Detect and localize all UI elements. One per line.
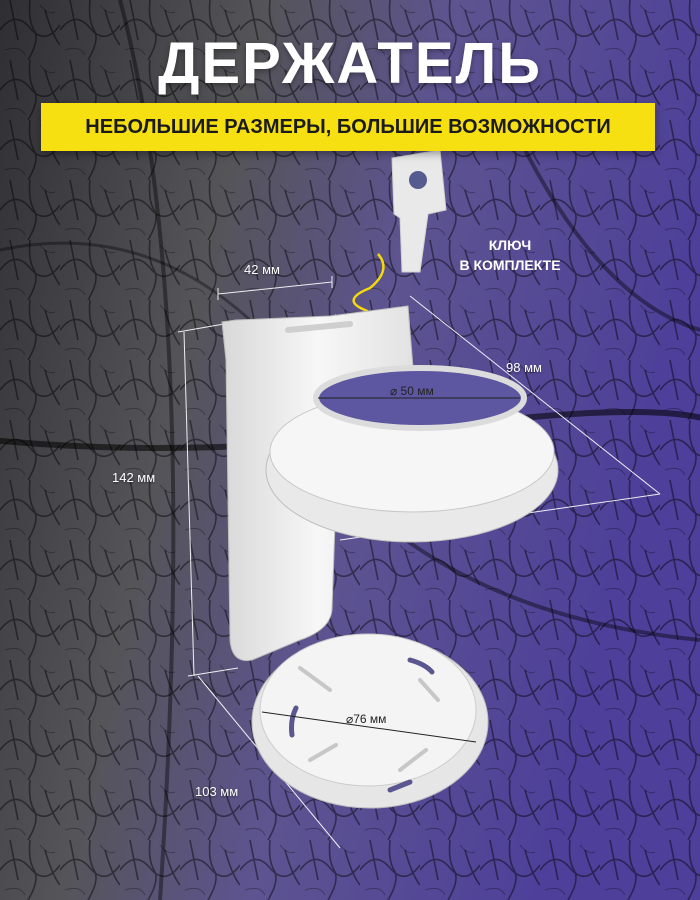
- dimension-depth: 98 мм: [506, 360, 542, 375]
- key-note-line2: В КОМПЛЕКТЕ: [459, 257, 561, 273]
- subtitle-text: НЕБОЛЬШИЕ РАЗМЕРЫ, БОЛЬШИЕ ВОЗМОЖНОСТИ: [85, 115, 611, 138]
- dimension-base-depth: 103 мм: [195, 784, 239, 799]
- key-illustration: [391, 149, 447, 273]
- key-included-note: КЛЮЧ В КОМПЛЕКТЕ: [440, 235, 580, 275]
- key-note-line1: КЛЮЧ: [488, 237, 532, 253]
- dimension-height: 142 мм: [112, 470, 156, 485]
- dimension-ring-diameter: ⌀ 50 мм: [390, 384, 434, 398]
- subtitle-banner: НЕБОЛЬШИЕ РАЗМЕРЫ, БОЛЬШИЕ ВОЗМОЖНОСТИ: [41, 103, 655, 151]
- dimension-width-top: 42 мм: [244, 262, 280, 277]
- holder-product: [221, 305, 559, 809]
- dimension-base-diameter: ⌀76 мм: [346, 712, 387, 726]
- page-title: ДЕРЖАТЕЛЬ: [158, 31, 542, 96]
